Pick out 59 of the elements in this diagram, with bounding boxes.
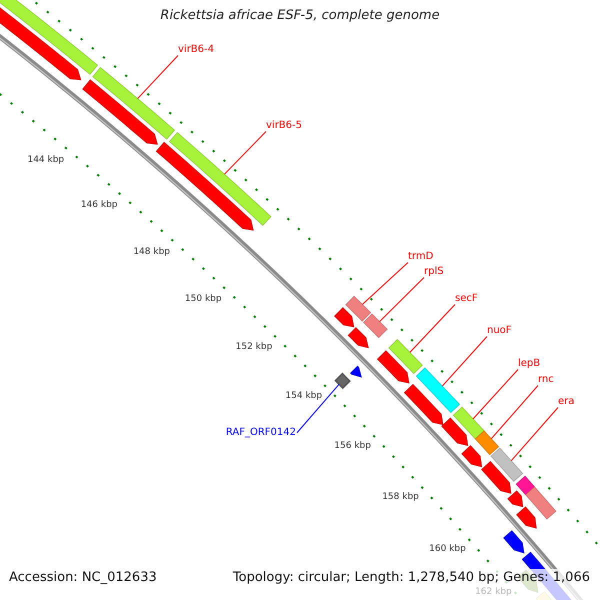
gene-feature <box>376 350 410 384</box>
gene-feature <box>350 366 362 378</box>
leader-line <box>224 131 266 175</box>
leader-line <box>137 55 178 100</box>
tick-label: 154 kbp <box>284 391 324 402</box>
leader-line <box>379 277 424 322</box>
gene-bar <box>490 448 524 482</box>
gene-label: rplS <box>424 266 444 278</box>
title: Rickettsia africae ESF-5, complete genome <box>159 9 441 24</box>
gene-feature <box>334 307 354 328</box>
leader-line <box>362 262 408 305</box>
leader-line <box>490 385 538 440</box>
tick-label: 152 kbp <box>234 342 274 352</box>
gene-feature <box>516 506 537 529</box>
gene-feature <box>156 142 254 231</box>
gene-label: nuoF <box>487 325 512 336</box>
gene-label: trmD <box>408 251 434 262</box>
gene-bar <box>388 339 423 374</box>
gene-feature <box>441 418 468 446</box>
gene-feature <box>507 490 524 508</box>
gene-box <box>334 372 351 390</box>
gene-feature <box>503 530 524 554</box>
gene-label: lepB <box>518 358 540 370</box>
gene-label: RAF_ORF0142 <box>226 427 296 438</box>
gene-bar <box>363 314 388 338</box>
accession-text: Accession: NC_012633 <box>9 571 157 586</box>
genome-stats-text: Topology: circular; Length: 1,278,540 bp; Genes: 1,066 <box>232 571 590 586</box>
leader-line <box>472 369 518 420</box>
tick-label: 150 kbp <box>184 294 223 304</box>
gene-bar <box>474 430 500 456</box>
leader-line <box>510 407 558 462</box>
gene-label: secF <box>455 293 478 304</box>
gene-feature <box>461 445 482 468</box>
gene-label: rnc <box>538 374 554 386</box>
gene-label: virB6-4 <box>178 44 214 56</box>
gene-feature <box>481 461 512 494</box>
gene-label: era <box>558 396 574 408</box>
tick-label: 144 kbp <box>26 155 66 166</box>
tick-label: 146 kbp <box>80 200 118 211</box>
gene-bar <box>416 367 460 414</box>
tick-label: 148 kbp <box>132 246 171 257</box>
gene-feature <box>82 79 158 145</box>
gene-feature <box>404 384 444 426</box>
tick-label: 160 kbp <box>428 544 467 554</box>
tick-label: 158 kbp <box>381 492 420 502</box>
gene-label: virB6-5 <box>266 120 302 132</box>
gene-feature <box>348 327 369 348</box>
leader-line <box>409 304 456 353</box>
gene-bar <box>525 486 556 520</box>
gene-bar <box>452 406 484 440</box>
gene-bar <box>0 0 98 75</box>
gene-bar <box>168 132 272 226</box>
gene-bar <box>92 67 175 140</box>
gene-bar <box>345 296 372 322</box>
leader-line <box>442 336 488 387</box>
leader-line <box>296 384 340 434</box>
tick-label: 156 kbp <box>333 441 372 452</box>
tick-label: 162 kbp <box>474 587 513 598</box>
gene-bar <box>516 476 536 496</box>
